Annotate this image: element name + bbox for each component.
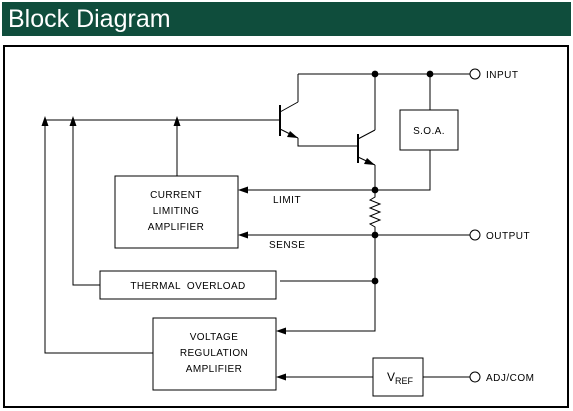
sense-label: SENSE xyxy=(269,240,305,251)
adj-com-label: ADJ/COM xyxy=(486,373,535,384)
diagram-frame xyxy=(3,45,569,408)
cla-label-line3: AMPLIFIER xyxy=(148,222,204,233)
voltage-regulation-amplifier-block xyxy=(152,317,277,391)
vref-label: VREF xyxy=(387,370,414,386)
thermal-overload-label: THERMAL OVERLOAD xyxy=(130,281,245,292)
arrow-cla-up xyxy=(173,116,181,126)
junction-dot xyxy=(371,231,379,239)
vra-output-wire xyxy=(44,124,153,354)
junction-dot xyxy=(371,70,379,78)
arrow-limit xyxy=(238,186,248,194)
sense-resistor xyxy=(368,190,382,235)
arrow-vref-to-vra xyxy=(276,373,286,381)
arrow-output-to-vra xyxy=(276,327,286,335)
adj-terminal xyxy=(469,371,481,383)
q1-emitter-wire xyxy=(297,138,348,147)
cla-label-line1: CURRENT xyxy=(150,190,202,201)
current-limiting-amplifier-block xyxy=(114,175,239,249)
limit-label: LIMIT xyxy=(273,195,301,206)
vra-label-line3: AMPLIFIER xyxy=(186,364,242,375)
vref-block xyxy=(372,357,424,397)
junction-dot xyxy=(426,70,434,78)
junction-dot xyxy=(371,277,379,285)
arrow-vra-up xyxy=(41,116,49,126)
transistor-q1 xyxy=(279,101,299,139)
junction-dot xyxy=(371,186,379,194)
output-feedback-wire xyxy=(286,235,376,332)
vra-label-line1: VOLTAGE xyxy=(190,332,239,343)
soa-block xyxy=(399,109,459,151)
arrow-thermal-up xyxy=(69,116,77,126)
thermal-output-wire xyxy=(72,124,100,286)
output-terminal xyxy=(469,229,481,241)
vra-label-line2: REGULATION xyxy=(180,348,248,359)
input-label: INPUT xyxy=(486,70,519,81)
input-terminal xyxy=(469,68,481,80)
transistor-q2 xyxy=(348,129,376,166)
output-label: OUTPUT xyxy=(486,231,530,242)
soa-bottom-wire xyxy=(375,150,431,191)
cla-label-line2: LIMITING xyxy=(153,206,200,217)
thermal-overload-block xyxy=(99,270,277,300)
arrow-sense xyxy=(238,231,248,239)
page-title: Block Diagram xyxy=(2,2,571,36)
soa-label: S.O.A. xyxy=(413,126,445,137)
